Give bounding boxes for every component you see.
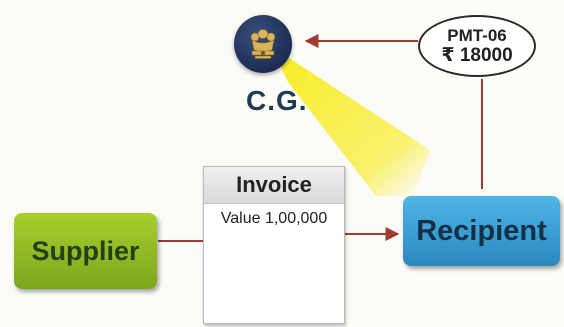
invoice-value: Value 1,00,000	[220, 210, 328, 227]
invoice-document: Invoice Value 1,00,000	[203, 166, 345, 324]
emblem-lions-icon	[250, 29, 276, 59]
supplier-node: Supplier	[14, 213, 157, 289]
state-emblem-icon	[234, 15, 292, 73]
payment-form-label: PMT-06	[447, 25, 507, 45]
payment-amount: ₹ 18000	[441, 44, 513, 66]
invoice-title: Invoice	[204, 167, 344, 204]
light-beam	[268, 40, 430, 196]
payment-bubble: PMT-06 ₹ 18000	[418, 15, 536, 77]
central-government-label: C.G.	[246, 85, 308, 116]
recipient-node: Recipient	[403, 196, 560, 266]
